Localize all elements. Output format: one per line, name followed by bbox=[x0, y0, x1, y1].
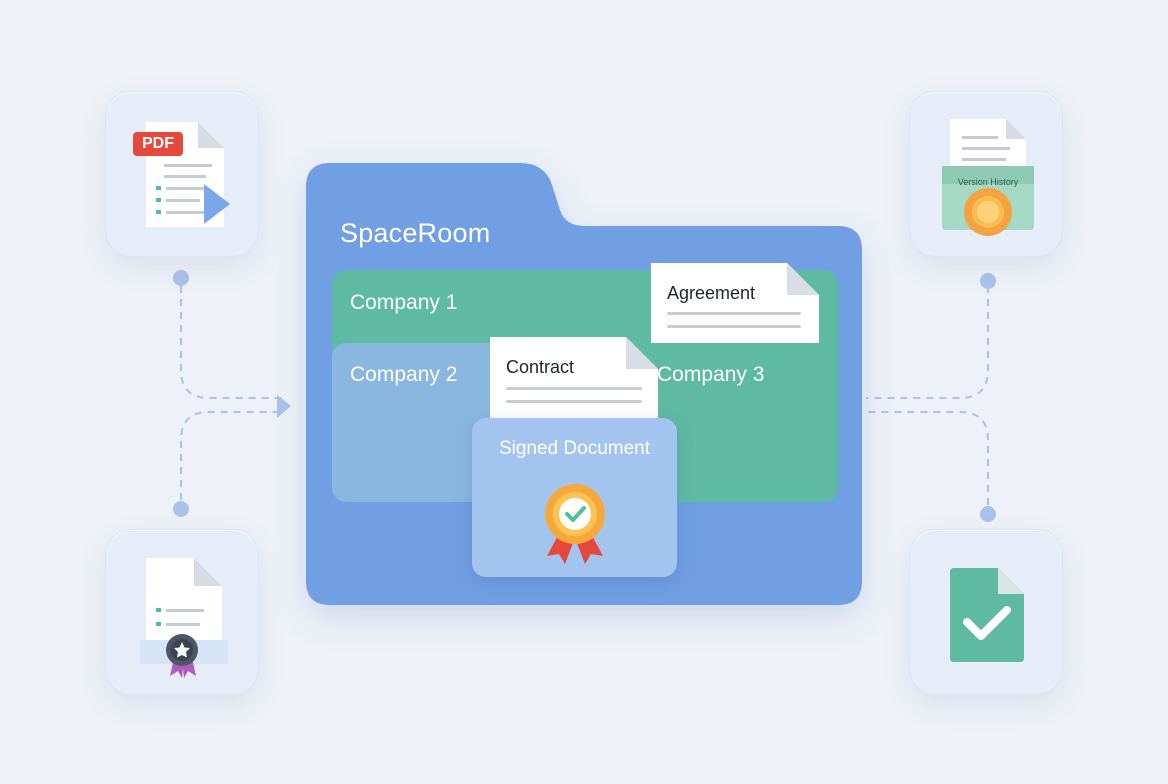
tile-pdf[interactable]: PDF bbox=[105, 91, 259, 257]
connector-certificate bbox=[180, 411, 285, 500]
approved-document-icon bbox=[950, 568, 1024, 662]
connector-dot bbox=[173, 501, 189, 517]
connector-dot bbox=[980, 506, 996, 522]
text-line bbox=[506, 387, 642, 390]
text-line bbox=[667, 325, 801, 328]
folder-title: SpaceRoom bbox=[340, 218, 491, 248]
text-line bbox=[506, 400, 642, 403]
company-2-label: Company 2 bbox=[350, 363, 458, 386]
signed-document-label: Signed Document bbox=[498, 438, 651, 459]
pdf-badge: PDF bbox=[142, 135, 174, 152]
tile-approved[interactable] bbox=[909, 529, 1063, 695]
connector-dot bbox=[173, 270, 189, 286]
award-seal-icon bbox=[545, 484, 605, 564]
connector-version bbox=[866, 286, 989, 399]
text-line bbox=[667, 312, 801, 315]
version-history-icon bbox=[942, 119, 1034, 236]
connector-pdf bbox=[180, 286, 285, 399]
certified-document-icon bbox=[140, 558, 228, 678]
pdf-document-icon bbox=[133, 122, 230, 227]
version-history-label: Version History bbox=[957, 177, 1019, 187]
connector-approved bbox=[866, 411, 989, 505]
arrow-right-icon bbox=[277, 395, 291, 418]
agreement-label: Agreement bbox=[667, 283, 756, 303]
tile-version-history[interactable]: Version History bbox=[909, 91, 1063, 257]
page-fold-icon bbox=[626, 337, 658, 369]
tile-certificate[interactable] bbox=[105, 529, 259, 695]
connector-dot bbox=[980, 273, 996, 289]
contract-label: Contract bbox=[506, 357, 575, 377]
company-3-label: Company 3 bbox=[657, 363, 765, 386]
page-fold-icon bbox=[787, 263, 819, 295]
company-1-label: Company 1 bbox=[350, 291, 458, 314]
